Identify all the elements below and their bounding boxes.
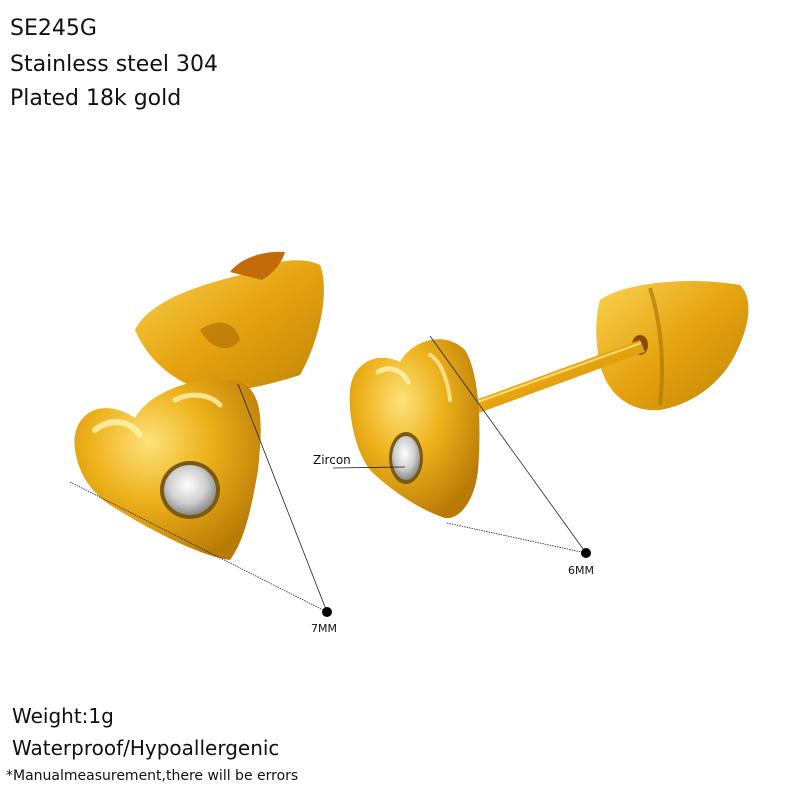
left-earring-back [135,251,324,395]
features-text: Waterproof/Hypoallergenic [12,736,280,760]
size-label-7mm: 7MM [311,622,337,635]
left-earring-heart [74,379,261,560]
measure-7mm-lines [69,383,328,613]
left-zircon-stone [164,465,216,515]
weight-text: Weight:1g [12,704,114,728]
right-earring-heart [349,339,480,519]
product-code: SE245G [10,16,97,41]
material-text: Stainless steel 304 [10,52,218,77]
measure-6mm-lines [429,335,587,554]
zircon-leader-line [332,466,406,469]
measure-6mm-dot [581,548,591,558]
zircon-label: Zircon [313,453,351,467]
right-zircon-stone [392,436,420,480]
right-earring-back [596,280,749,411]
plating-text: Plated 18k gold [10,86,182,111]
right-earring-post [470,340,645,414]
size-label-6mm: 6MM [568,564,594,577]
measure-7mm-dot [322,607,332,617]
measurement-note: *Manualmeasurement,there will be errors [6,768,299,784]
